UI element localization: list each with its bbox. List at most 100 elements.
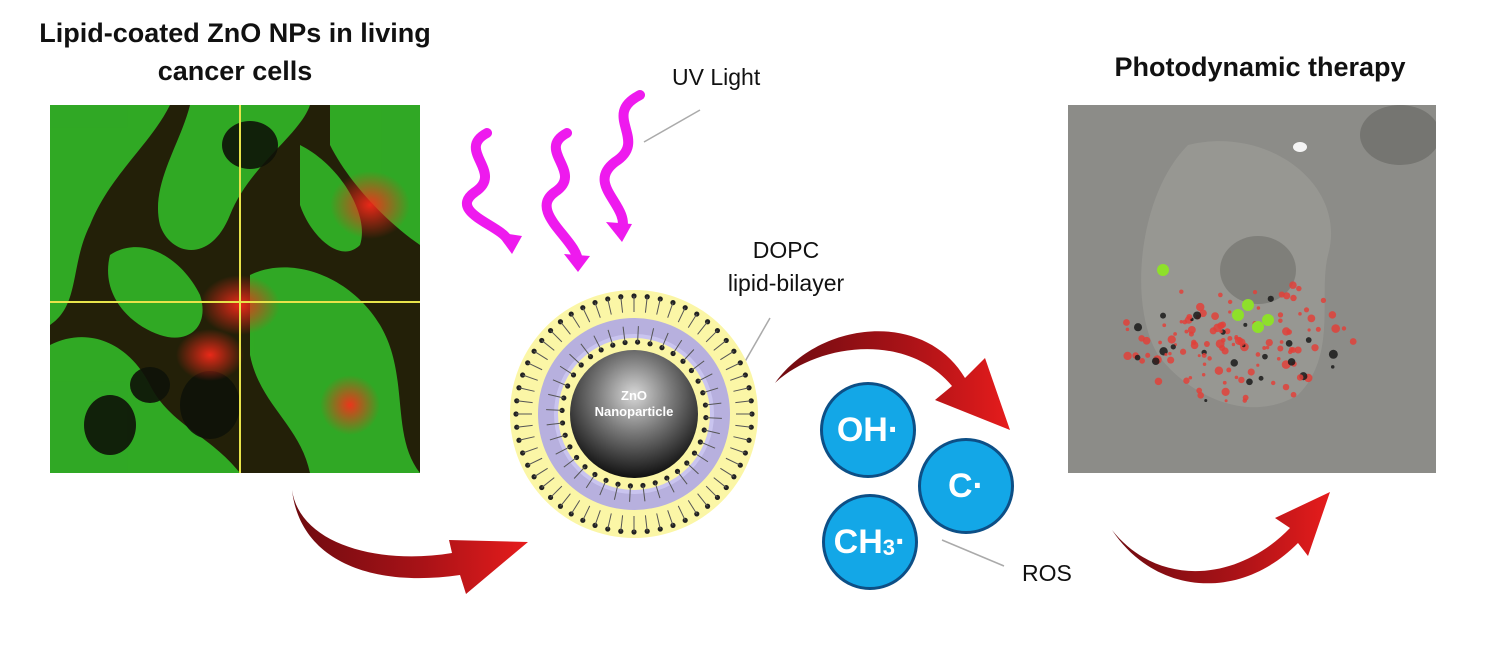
therapy-spot <box>1138 335 1145 342</box>
lipid-head <box>742 372 748 378</box>
bilayer-leader-line <box>742 317 771 366</box>
lipid-tail <box>546 422 563 426</box>
lipid-tail <box>522 447 538 454</box>
lipid-tail <box>725 457 741 466</box>
lipid-tail <box>644 515 648 532</box>
core-label-line1: ZnO <box>621 388 647 403</box>
therapy-spot <box>1134 354 1141 361</box>
therapy-spot <box>1341 326 1347 331</box>
lipid-tail <box>613 484 619 500</box>
therapy-spot <box>1139 358 1145 364</box>
therapy-spot <box>1197 354 1201 358</box>
therapy-spot <box>1282 383 1290 391</box>
lipid-tail <box>516 400 533 404</box>
lipid-tail <box>548 393 564 399</box>
lipid-tail <box>697 321 708 335</box>
therapy-spot <box>1330 365 1335 369</box>
lipid-head <box>567 444 573 450</box>
therapy-spot <box>1279 340 1284 344</box>
therapy-spot <box>1196 387 1203 394</box>
therapy-spot <box>1145 352 1151 358</box>
therapy-spot <box>1277 345 1284 352</box>
lipid-tail <box>677 505 686 521</box>
radical-oh: OH· <box>820 382 916 478</box>
therapy-spot <box>1271 380 1276 386</box>
arrow-to-nanoparticle <box>292 490 528 594</box>
therapy-spot <box>1179 320 1184 324</box>
lipid-tail <box>599 480 607 496</box>
therapy-spot <box>1298 312 1302 316</box>
lipid-heads-inner <box>546 326 722 502</box>
lipid-tail <box>518 387 535 392</box>
fluorescence-micrograph <box>50 105 420 473</box>
lipid-tail <box>637 326 639 343</box>
lipid-tail <box>705 485 718 498</box>
therapy-spot <box>1164 352 1168 357</box>
lipid-tail <box>552 379 568 387</box>
therapy-spot <box>1133 323 1143 332</box>
therapy-spot <box>1190 341 1199 350</box>
arrow-to-ros <box>775 331 1010 430</box>
therapy-spot <box>1234 334 1239 339</box>
therapy-spots <box>1123 264 1357 403</box>
therapy-spot <box>1173 332 1177 336</box>
lipid-tail <box>629 485 631 502</box>
lipid-head <box>682 305 688 311</box>
therapy-spot <box>1289 281 1297 289</box>
therapy-spot <box>1230 359 1238 367</box>
lipid-head <box>603 477 609 483</box>
ros-leader-line <box>941 539 1005 567</box>
lipid-tail <box>570 500 581 515</box>
right-panel-title: Photodynamic therapy <box>1114 52 1406 82</box>
lipid-tail <box>585 474 596 489</box>
lipid-tail <box>697 493 708 507</box>
lipid-tail <box>607 513 612 530</box>
therapy-image <box>1068 105 1436 473</box>
therapy-spot <box>1203 341 1210 347</box>
therapy-spot <box>1125 327 1130 332</box>
therapy-spot <box>1201 372 1206 377</box>
therapy-spot <box>1267 295 1274 302</box>
therapy-spot <box>1218 292 1223 298</box>
therapy-spot <box>1154 377 1163 386</box>
lipid-tail <box>580 343 591 357</box>
lipid-tail <box>730 374 746 381</box>
therapy-spot <box>1211 312 1219 321</box>
arrow-to-therapy <box>1112 492 1330 584</box>
lipid-tail <box>527 457 543 466</box>
therapy-spot <box>1285 340 1293 347</box>
therapy-spot <box>1184 329 1189 334</box>
lipid-tail <box>607 329 614 346</box>
therapy-spot <box>1231 342 1236 347</box>
ch3-sub: 3 <box>882 535 896 560</box>
lipid-head <box>561 395 567 401</box>
therapy-spot <box>1221 387 1230 396</box>
therapy-spot <box>1186 313 1193 320</box>
therapy-spot <box>1262 346 1267 350</box>
lipid-tail <box>694 452 709 463</box>
therapy-spot <box>1193 311 1202 320</box>
therapy-spot <box>1168 351 1172 356</box>
lipid-tail <box>550 485 563 498</box>
uv-leader-line <box>643 109 701 143</box>
therapy-spot <box>1242 398 1247 403</box>
therapy-spot <box>1179 289 1184 294</box>
lipid-tail <box>546 409 563 411</box>
lipid-tail <box>713 477 727 488</box>
lipid-head <box>570 372 577 378</box>
therapy-spot <box>1315 326 1321 332</box>
therapy-spot <box>1199 309 1207 318</box>
therapy-spot <box>1276 356 1281 361</box>
therapy-spot <box>1288 347 1294 353</box>
lipid-tail <box>705 402 722 406</box>
lipid-tail <box>720 350 735 361</box>
therapy-spot <box>1305 337 1312 343</box>
lipid-head <box>742 450 748 456</box>
therapy-spot <box>1328 311 1337 319</box>
lipid-tail <box>620 296 624 313</box>
lipid-tail <box>533 350 548 361</box>
uv-light-label: UV Light <box>672 64 761 90</box>
therapy-spot <box>1228 310 1232 314</box>
therapy-micrograph <box>1068 105 1436 473</box>
